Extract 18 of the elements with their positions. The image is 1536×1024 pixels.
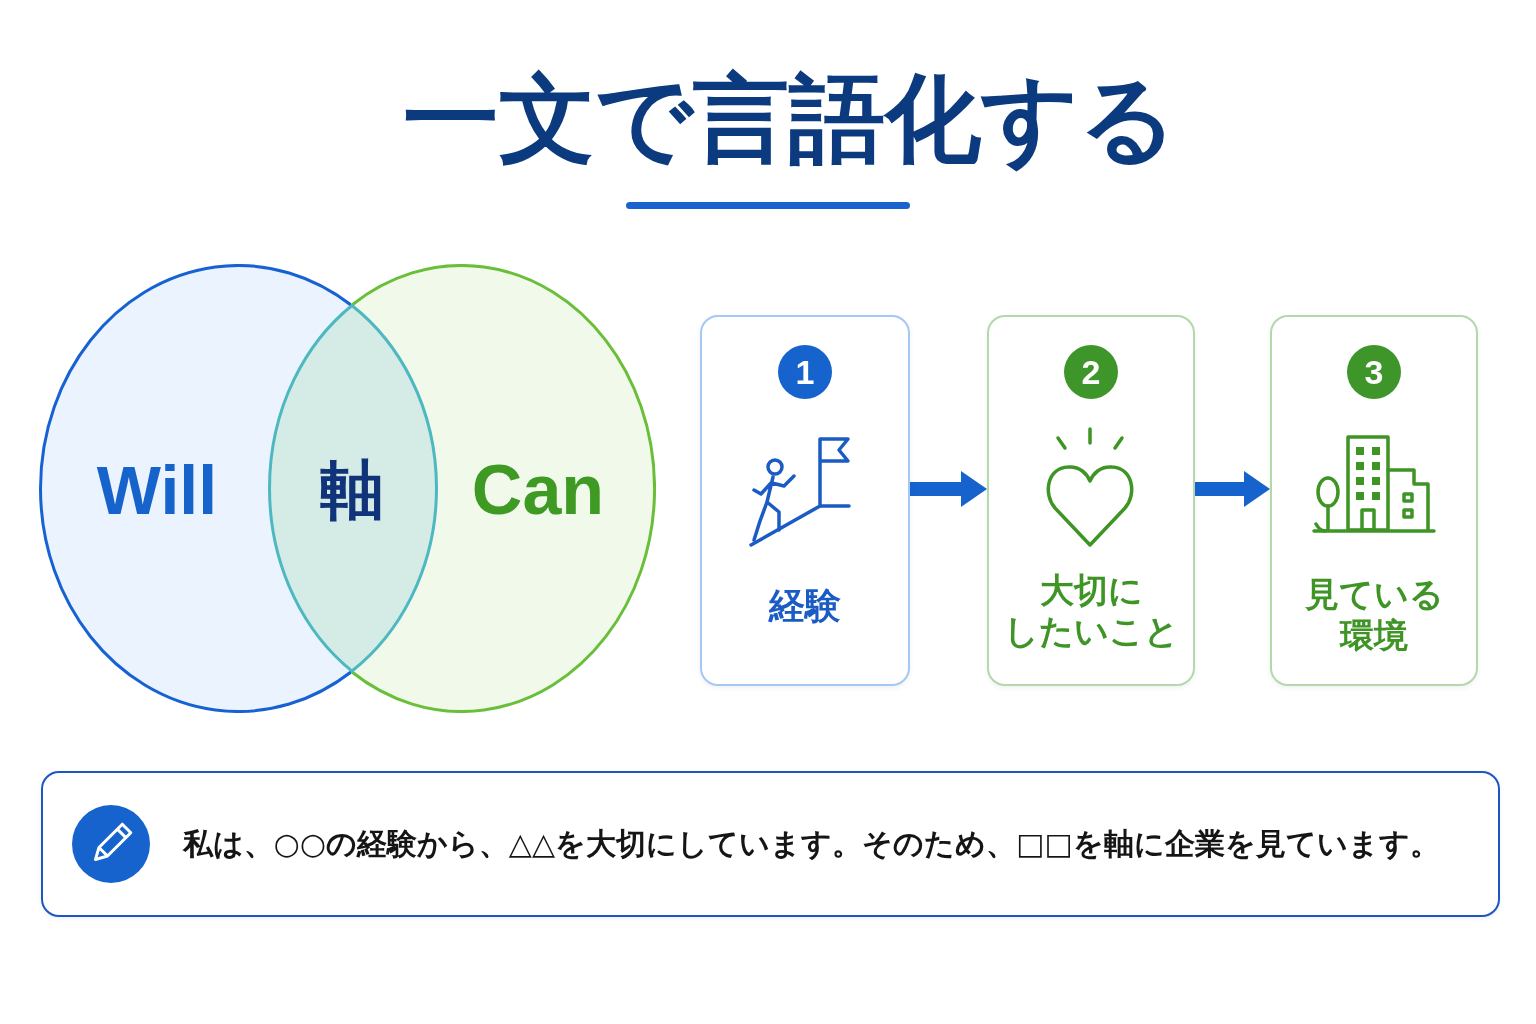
step-card — [987, 315, 1195, 686]
venn-label: Can — [471, 451, 605, 529]
title: 一文で言語化する — [403, 64, 1177, 175]
venn-overlap — [267, 302, 438, 674]
venn-label: Will — [96, 452, 218, 528]
step-label: 経験 — [769, 584, 841, 628]
step-number: 2 — [1064, 345, 1118, 399]
arrow — [1195, 471, 1270, 507]
sentence-card — [41, 771, 1500, 917]
arrow — [910, 471, 987, 507]
example-sentence: 私は、○○の経験から、△△を大切にしています。そのため、□□を軸に企業を見ています。 — [182, 826, 1440, 862]
venn-label: 軸 — [320, 454, 384, 526]
step-number: 1 — [778, 345, 832, 399]
step-card — [1270, 315, 1478, 686]
step-card — [700, 315, 910, 686]
step-label: 見ている環境 — [1303, 573, 1445, 657]
step-label: 大切にしたいこと — [1002, 569, 1180, 653]
step-number: 3 — [1347, 345, 1401, 399]
